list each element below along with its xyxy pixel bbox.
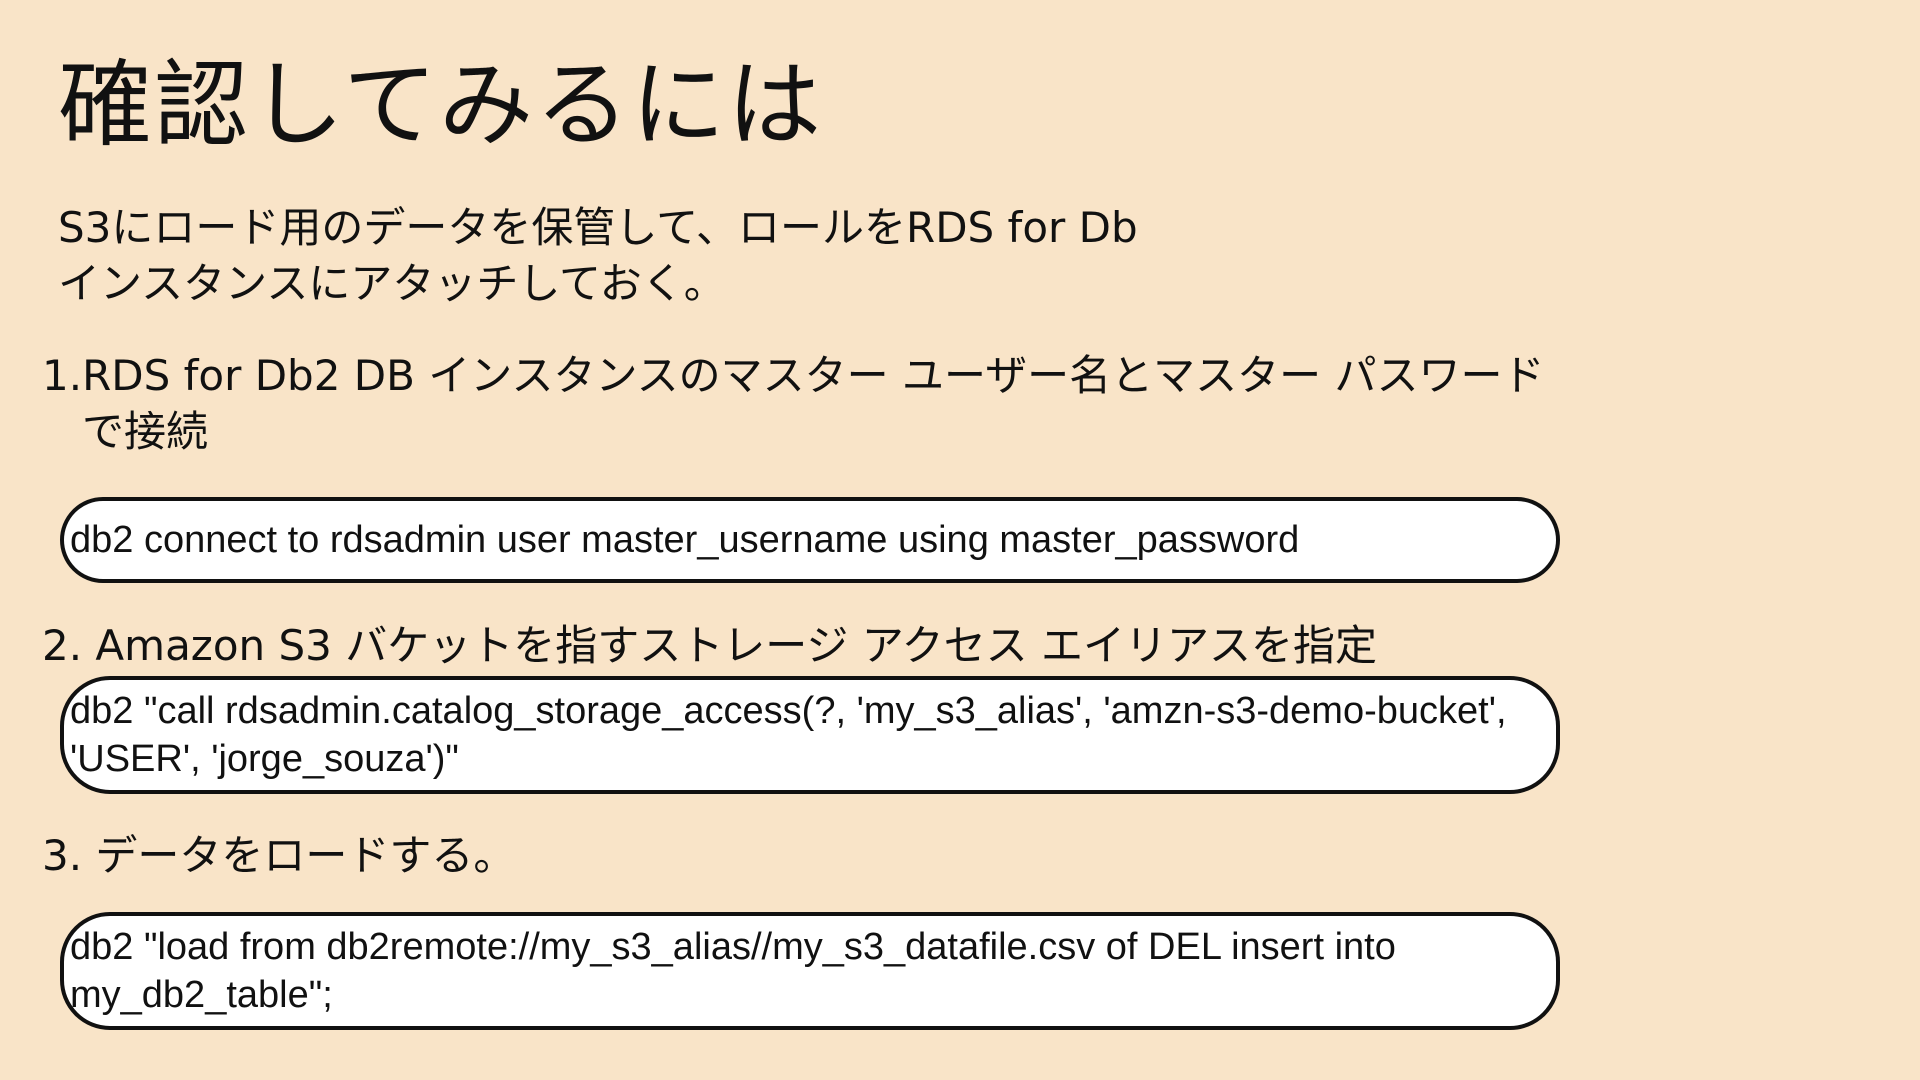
- slide-title: 確認してみるには: [58, 51, 824, 160]
- step-1-label: 1.RDS for Db2 DB インスタンスのマスター ユーザー名とマスター …: [42, 348, 1544, 460]
- step-2-code-box: db2 "call rdsadmin.catalog_storage_acces…: [60, 676, 1560, 794]
- step-2-label: 2. Amazon S3 バケットを指すストレージ アクセス エイリアスを指定: [42, 618, 1377, 674]
- step-3-code: db2 "load from db2remote://my_s3_alias//…: [70, 926, 1396, 1016]
- step-1-label-line-2: で接続: [82, 407, 209, 456]
- step-2-label-line-1: 2. Amazon S3 バケットを指すストレージ アクセス エイリアスを指定: [42, 621, 1378, 670]
- step-1-label-line-1: 1.RDS for Db2 DB インスタンスのマスター ユーザー名とマスター …: [42, 351, 1545, 400]
- step-1-code-box: db2 connect to rdsadmin user master_user…: [60, 497, 1560, 583]
- intro-line-2: インスタンスにアタッチしておく。: [58, 259, 726, 308]
- step-3-label: 3. データをロードする。: [42, 828, 515, 884]
- step-3-code-box: db2 "load from db2remote://my_s3_alias//…: [60, 912, 1560, 1030]
- intro-line-1: S3にロード用のデータを保管して、ロールをRDS for Db: [58, 203, 1138, 252]
- step-1-code: db2 connect to rdsadmin user master_user…: [70, 519, 1300, 561]
- step-2-code: db2 "call rdsadmin.catalog_storage_acces…: [70, 690, 1507, 780]
- intro-text: S3にロード用のデータを保管して、ロールをRDS for Db インスタンスにア…: [58, 200, 1358, 312]
- step-3-label-line-1: 3. データをロードする。: [42, 831, 516, 880]
